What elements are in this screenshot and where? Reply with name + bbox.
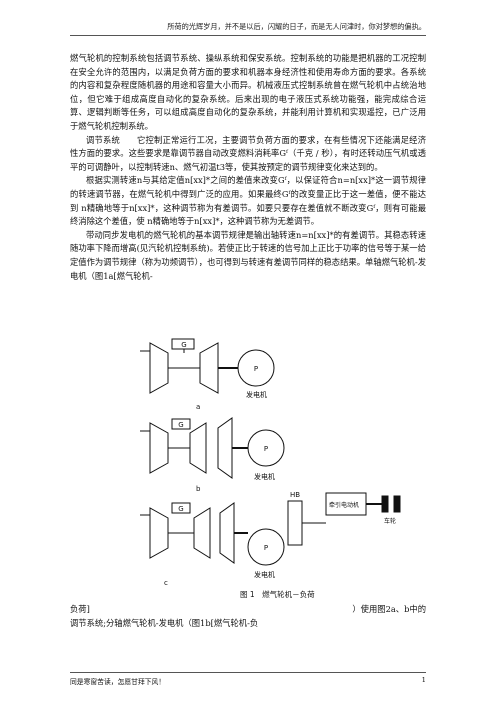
main-text: 燃气轮机的控制系统包括调节系统、操纵系统和保安系统。控制系统的功能是把机器的工况…: [70, 52, 426, 283]
wheel-label: 车轮: [384, 517, 396, 525]
symbol-g-c: G: [178, 505, 183, 513]
label-a: a: [196, 403, 200, 411]
symbol-g-b: G: [178, 421, 183, 429]
diagram-a: [140, 338, 275, 394]
symbol-p-b: P: [264, 445, 268, 453]
continuation-right: ）使用图2a、b中的: [352, 604, 426, 614]
continuation-line2: 调节系统;分轴燃气轮机-发电机（图1b[燃气轮机-负: [70, 617, 259, 628]
page-number: 1: [421, 676, 426, 684]
paragraph-regulation: 调节系统 它控制正常运行工况，主要调节负荷方面的要求，在有些情况下还能满足经济性…: [70, 134, 426, 172]
paragraph-generator: 带动同步发电机的燃气轮机的基本调节规律是输出轴转速n=n[xx]*的有差调节。其…: [70, 229, 426, 281]
symbol-p-c: P: [264, 544, 268, 552]
continuation-text: 负荷] ）使用图2a、b中的 调节系统;分轴燃气轮机-发电机（图1b[燃气轮机-…: [70, 603, 426, 630]
figure-gas-turbine-load: G P 发电机 a G P 发电机 b G P 发电机 HB 牵引电动机 车轮 …: [120, 333, 420, 603]
paragraph-speed-control: 根据实测转速n与其给定值n[xx]*之间的差值来改变Gᶠ，以保证符合n=n[xx…: [70, 175, 426, 227]
label-b: b: [196, 485, 201, 493]
gen-label-c: 发电机: [254, 570, 275, 579]
figure-caption: 图 1 燃气轮机－负荷: [240, 589, 315, 599]
symbol-p-a: P: [254, 365, 258, 373]
diagram-b: [140, 417, 285, 479]
gen-label-a: 发电机: [246, 390, 267, 399]
symbol-hb: HB: [290, 491, 300, 499]
prop-motor-label: 牵引电动机: [329, 501, 359, 509]
paragraph-intro: 燃气轮机的控制系统包括调节系统、操纵系统和保安系统。控制系统的功能是把机器的工况…: [70, 53, 426, 131]
symbol-g-a: G: [181, 341, 186, 349]
diagram-c: [140, 492, 401, 566]
continuation-left: 负荷]: [70, 604, 90, 614]
page-footer: 同是寒窗苦读，怎愿甘拜下风！ 1: [70, 672, 426, 686]
figure-diagram: G P 发电机 a G P 发电机 b G P 发电机 HB 牵引电动机 车轮 …: [140, 338, 401, 599]
page-header: 所荷的光辉岁月，并不是以后，闪耀的日子，而是无人问津时，你对梦想的偏执。: [70, 22, 426, 36]
label-c: c: [164, 579, 168, 587]
footer-motto: 同是寒窗苦读，怎愿甘拜下风！: [70, 678, 166, 686]
gen-label-b: 发电机: [254, 472, 275, 481]
